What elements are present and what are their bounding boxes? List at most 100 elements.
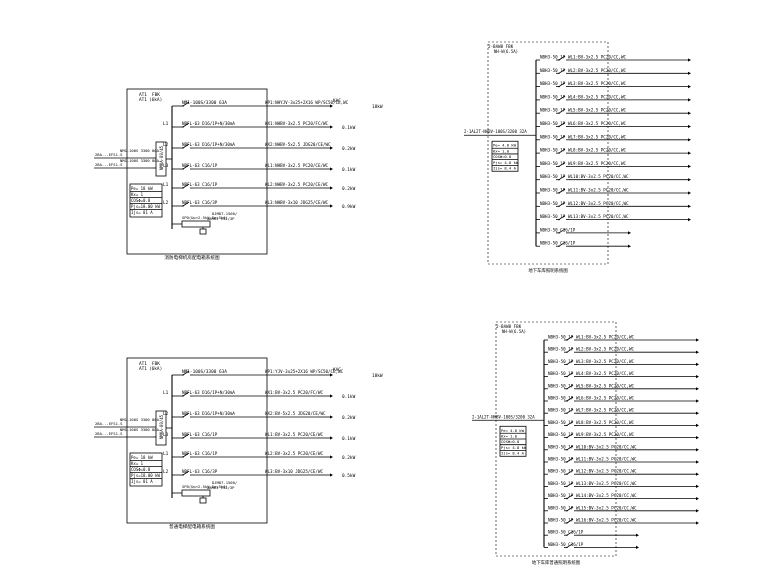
feeder-arrow-icon xyxy=(330,204,333,208)
spare-breaker-label: NBH3-50 C16/1P xyxy=(548,530,584,535)
feeder-arrow-icon xyxy=(696,460,699,464)
power-label: 18kW xyxy=(372,104,383,110)
breaker-label: NBH3-50 1P xyxy=(540,55,566,60)
cable-label: WL7:BV-3x2.5 PC20/CC,WC xyxy=(576,408,634,413)
cable-label: WL9:BV-3x2.5 PC20/CC,WC xyxy=(568,161,626,166)
incoming-label: 2-1AL2T-NHBV-100S/3200 32A xyxy=(464,129,527,134)
parameter-label: Ijs= 8.4 A xyxy=(493,166,517,171)
spd-breaker-label: DJM87-1500/ xyxy=(212,211,237,216)
breaker-label: NBH3-50 1P xyxy=(548,347,574,352)
breaker-label: NBH3-50 1P xyxy=(548,408,574,413)
phase-label: L1 xyxy=(163,182,169,188)
branch-breaker-icon xyxy=(182,474,184,476)
feeder-arrow-icon xyxy=(330,455,333,459)
cable-label: WL2:BV-3x2.5 PC20/CC,WC xyxy=(568,68,626,73)
branch-breaker-icon xyxy=(558,205,560,207)
cable-label: WP1:YJV-3x25+2X16 WP/SC50/CE,WC xyxy=(265,369,344,374)
breaker-label: NBH3-50 1P xyxy=(548,420,574,425)
feeder-arrow-icon xyxy=(696,423,699,427)
cable-label: WX1:BV-3x2.5 PC20/FC/WC xyxy=(265,390,323,395)
feeder-arrow-icon xyxy=(330,104,333,108)
breaker-label: NBFL-63 C16/1P xyxy=(182,163,218,168)
feeder-arrow-icon xyxy=(688,138,691,142)
branch-breaker-icon xyxy=(566,412,568,414)
breaker-label: NBH3-50 1P xyxy=(548,444,574,449)
breaker-contact xyxy=(182,370,190,376)
branch-breaker-icon xyxy=(182,416,184,418)
cable-label: WX1:NHBV-3x2.5 PC20/FC/WC xyxy=(265,121,329,126)
cable-label: WL13:BV-3x2.5 PC20/CC,WC xyxy=(568,214,629,219)
breaker-label: NBH3-50 1P xyxy=(540,148,566,153)
power-label: 18kW xyxy=(372,373,383,379)
load-label: 0.1kW xyxy=(342,125,356,131)
cable-label: WL8:BV-3x2.5 PC20/CC,WC xyxy=(576,420,634,425)
feeder-label: NM1-100S 3300 80A xyxy=(120,417,160,422)
feeder-arrow-icon xyxy=(696,436,699,440)
load-label: 0.2kW xyxy=(342,146,356,152)
breaker-contact xyxy=(558,148,566,154)
load-type-label: KAC xyxy=(333,98,341,104)
load-label: 0.1kW xyxy=(342,394,356,400)
branch-breaker-icon xyxy=(566,424,568,427)
breaker-contact xyxy=(558,201,566,207)
spare-breaker-label: NBH3-50 C16/1P xyxy=(548,542,584,547)
cable-label: WL2:BV-3x2.5 PC20/CE/WC xyxy=(265,451,323,456)
parameter-label: COSΦ=0.8 xyxy=(501,439,520,444)
breaker-contact xyxy=(566,384,574,390)
parameter-table xyxy=(129,183,163,218)
cable-label: WL10:BV-3x2.5 PC20/CC,WC xyxy=(576,444,637,449)
breaker-label: NBH3-50 1P xyxy=(548,457,574,462)
phase-label: L2 xyxy=(163,411,169,417)
feeder-arrow-icon xyxy=(688,151,691,155)
branch-breaker-icon xyxy=(558,99,560,101)
breaker-contact xyxy=(558,175,566,181)
spd-box xyxy=(181,489,211,497)
breaker-label: NBH3-50 1P xyxy=(548,383,574,388)
load-label: 0.2kW xyxy=(342,415,356,421)
supply-label: 2-BAW8 FBK xyxy=(488,44,514,49)
diagram-caption: 消防电梯机房配电箱系统图 xyxy=(164,254,220,261)
breaker-contact xyxy=(566,433,574,438)
cable-label: WP1:NHYJV-3x25+2X16 WP/SC50/CE,WC xyxy=(265,100,349,105)
load-label: 0.9kW xyxy=(342,204,356,210)
branch-breaker-icon xyxy=(558,218,560,221)
breaker-contact xyxy=(558,108,566,114)
branch-breaker-icon xyxy=(566,485,568,488)
panel-garage-lighting-diagram: 2-BAW8 FBKNH-W(6.5A)2-1AL2T-NHBV-100S/32… xyxy=(464,41,691,274)
breaker-contact xyxy=(558,241,566,247)
transfer-switch-label: NMKA-80/45 xyxy=(159,414,164,439)
breaker-label: NBH3-50 1P xyxy=(540,134,566,139)
feeder-arrow-icon xyxy=(688,98,691,102)
breaker-contact xyxy=(182,412,190,418)
feeder-arrow-icon xyxy=(330,436,333,440)
feeder-arrow-icon xyxy=(696,375,699,379)
parameter-label: COSΦ=0.8 xyxy=(131,198,151,203)
cable-label: WL1:BV-3x2.5 PC20/CC,WC xyxy=(576,335,634,340)
feeder-arrow-icon xyxy=(330,394,333,398)
parameter-label: Kx= 1.0 xyxy=(501,433,518,438)
cable-label: WL4:BV-3x2.5 PC20/CC,WC xyxy=(568,94,626,99)
breaker-label: NBFL-63 D16/1P+N/30mA xyxy=(182,411,235,416)
breaker-label: NBH3-50 1P xyxy=(548,505,574,510)
breaker-label: NBH3-50 1P xyxy=(540,161,566,166)
feeder-arrow-icon xyxy=(628,244,631,248)
cable-label: WL6:BV-3x2.5 PC20/CC,WC xyxy=(576,396,634,401)
feeder-arrow-icon xyxy=(688,124,691,129)
feeder-arrow-icon xyxy=(696,484,699,488)
breaker-label: NBH3-50 1P xyxy=(548,469,574,474)
parameter-label: Ijs= 81 A xyxy=(131,479,153,484)
breaker-label: NBH3-50 1P xyxy=(540,94,566,99)
breaker-contact xyxy=(566,457,574,463)
parameter-label: Kx= 1 xyxy=(131,192,144,197)
breaker-label: NBFL-63 D16/1P+N/30mA xyxy=(182,390,235,395)
branch-breaker-icon xyxy=(566,400,568,402)
parameter-label: Pe= 4.8 kW xyxy=(493,143,517,148)
parameter-label: Pjs=18.00 kW xyxy=(131,473,160,478)
spare-breaker-icon xyxy=(558,232,560,234)
breaker-label: NBFL-63 C16/1P xyxy=(182,451,218,456)
feeder-label: NM1-100S 3300 80A xyxy=(120,427,160,432)
breaker-label: NBH3-50 1P xyxy=(540,214,566,219)
phase-label: L1 xyxy=(163,121,169,127)
cable-label: WL1:BV-3x2.5 PC20/CC,WC xyxy=(568,55,626,60)
parameter-label: Ijs= 81 A xyxy=(131,210,153,215)
